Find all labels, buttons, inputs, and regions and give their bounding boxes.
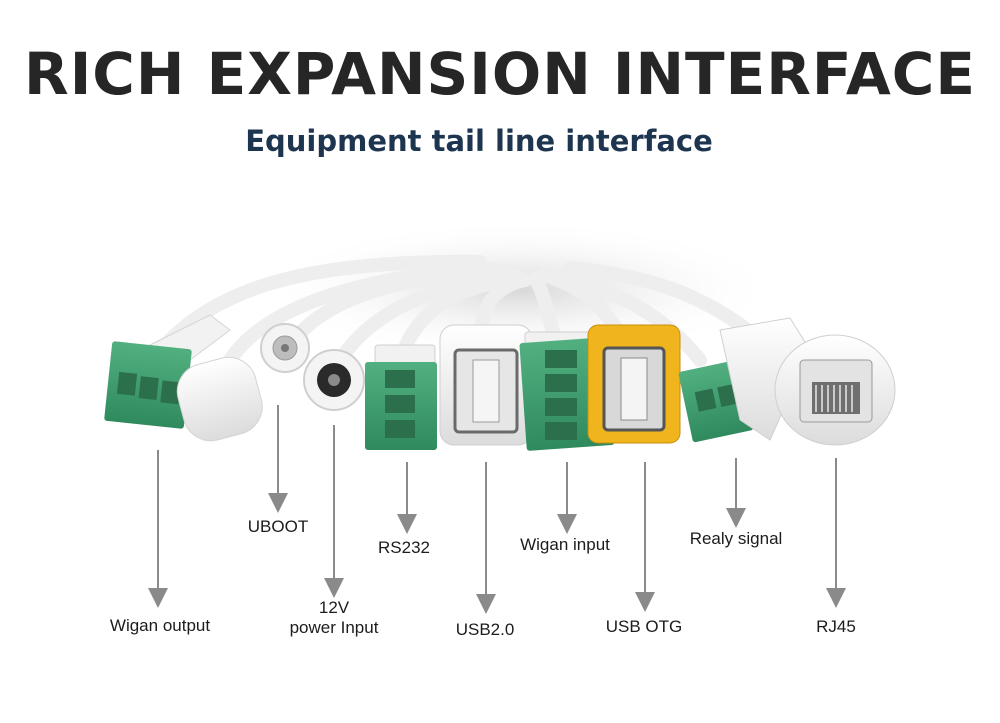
dc-power-jack (303, 349, 365, 411)
label-12v-line1: 12V (318, 598, 350, 617)
label-rj45: RJ45 (816, 617, 856, 636)
cable-bundle (163, 254, 767, 367)
rj45-connector (719, 317, 896, 446)
page-title: RICH EXPANSION INTERFACE (24, 40, 976, 108)
label-12v-line2: power Input (289, 618, 379, 637)
label-wigan-output: Wigan output (109, 616, 211, 635)
usb-otg-connector (587, 324, 681, 444)
label-usb20: USB2.0 (455, 620, 515, 639)
label-uboot: UBOOT (247, 517, 309, 536)
label-12v-power-input: 12V power Input (290, 598, 379, 638)
usb20-connector (439, 324, 533, 446)
label-wigan-input: Wigan input (520, 535, 610, 554)
wigan-output-terminal (104, 314, 231, 429)
label-usb-otg: USB OTG (605, 617, 683, 636)
label-realy-signal: Realy signal (689, 529, 783, 548)
page-subtitle: Equipment tail line interface (245, 124, 713, 158)
uboot-connector (176, 323, 310, 442)
rs232-terminal (365, 344, 437, 450)
label-rs232: RS232 (378, 538, 430, 557)
